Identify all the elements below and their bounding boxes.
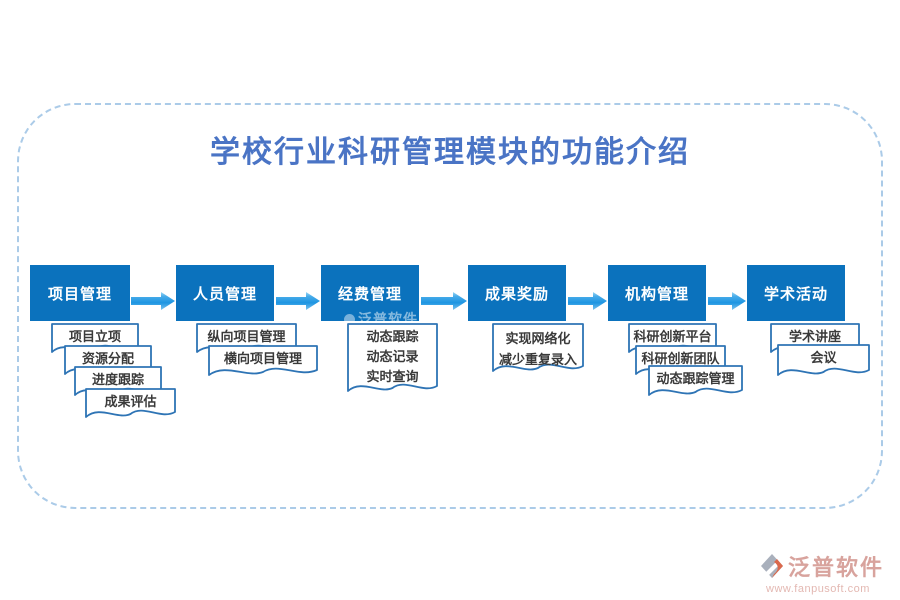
step-label: 经费管理	[337, 285, 402, 303]
card-label: 学术讲座	[788, 328, 841, 344]
step-label: 人员管理	[192, 285, 257, 303]
card-label: 科研创新团队	[641, 350, 720, 366]
card-vertical-project-management: 纵向项目管理	[196, 323, 297, 356]
card-academic-lecture: 学术讲座	[770, 323, 860, 356]
card-label: 动态跟踪	[366, 329, 419, 344]
card-horizontal-project-management: 横向项目管理	[208, 345, 318, 379]
step-box-organization-management: 机构管理	[608, 265, 706, 321]
right-arrow-icon	[568, 292, 607, 310]
card-label: 成果评估	[104, 393, 157, 409]
right-arrow-icon	[708, 292, 746, 310]
step-box-project-management: 项目管理	[30, 265, 130, 321]
card-label: 资源分配	[81, 350, 134, 366]
step-box-personnel-management: 人员管理	[176, 265, 274, 321]
step-label: 学术活动	[763, 285, 828, 303]
card-label: 实时查询	[366, 369, 419, 384]
step-box-funding-management: 经费管理	[321, 265, 419, 321]
fanpu-logo: 泛普软件 www.fanpusoft.com	[760, 550, 884, 595]
card-progress-tracking: 进度跟踪	[74, 366, 162, 399]
card-research-innovation-team: 科研创新团队	[635, 345, 726, 378]
step-box-achievement-reward: 成果奖励	[468, 265, 566, 321]
step-box-academic-activity: 学术活动	[747, 265, 845, 321]
card-label: 动态记录	[366, 349, 419, 364]
fanpu-logo-icon	[761, 554, 783, 578]
card-label: 动态跟踪管理	[656, 370, 735, 386]
card-funding-functions: 动态跟踪 动态记录 实时查询	[347, 323, 438, 395]
card-dynamic-tracking-management: 动态跟踪管理	[648, 365, 743, 399]
dashed-border-frame	[17, 103, 883, 509]
step-label: 机构管理	[624, 285, 689, 303]
card-label: 科研创新平台	[633, 328, 712, 344]
fanpu-logo-brand: 泛普软件	[788, 555, 885, 580]
card-label: 进度跟踪	[91, 371, 144, 387]
card-label: 减少重复录入	[498, 352, 577, 367]
card-label: 会议	[810, 349, 837, 365]
card-label: 纵向项目管理	[207, 328, 286, 344]
step-label: 项目管理	[47, 285, 112, 303]
right-arrow-icon	[276, 292, 320, 310]
card-achievement-evaluation: 成果评估	[85, 388, 176, 421]
card-label: 项目立项	[68, 328, 121, 344]
card-label: 横向项目管理	[223, 350, 302, 366]
step-label: 成果奖励	[484, 285, 549, 303]
right-arrow-icon	[421, 292, 467, 310]
right-arrow-icon	[131, 292, 175, 310]
card-meeting: 会议	[777, 344, 870, 379]
card-reward-functions: 实现网络化 减少重复录入	[492, 323, 584, 375]
page-title: 学校行业科研管理模块的功能介绍	[210, 136, 690, 169]
fanpu-logo-url: www.fanpusoft.com	[766, 583, 870, 595]
card-label: 实现网络化	[505, 331, 571, 346]
